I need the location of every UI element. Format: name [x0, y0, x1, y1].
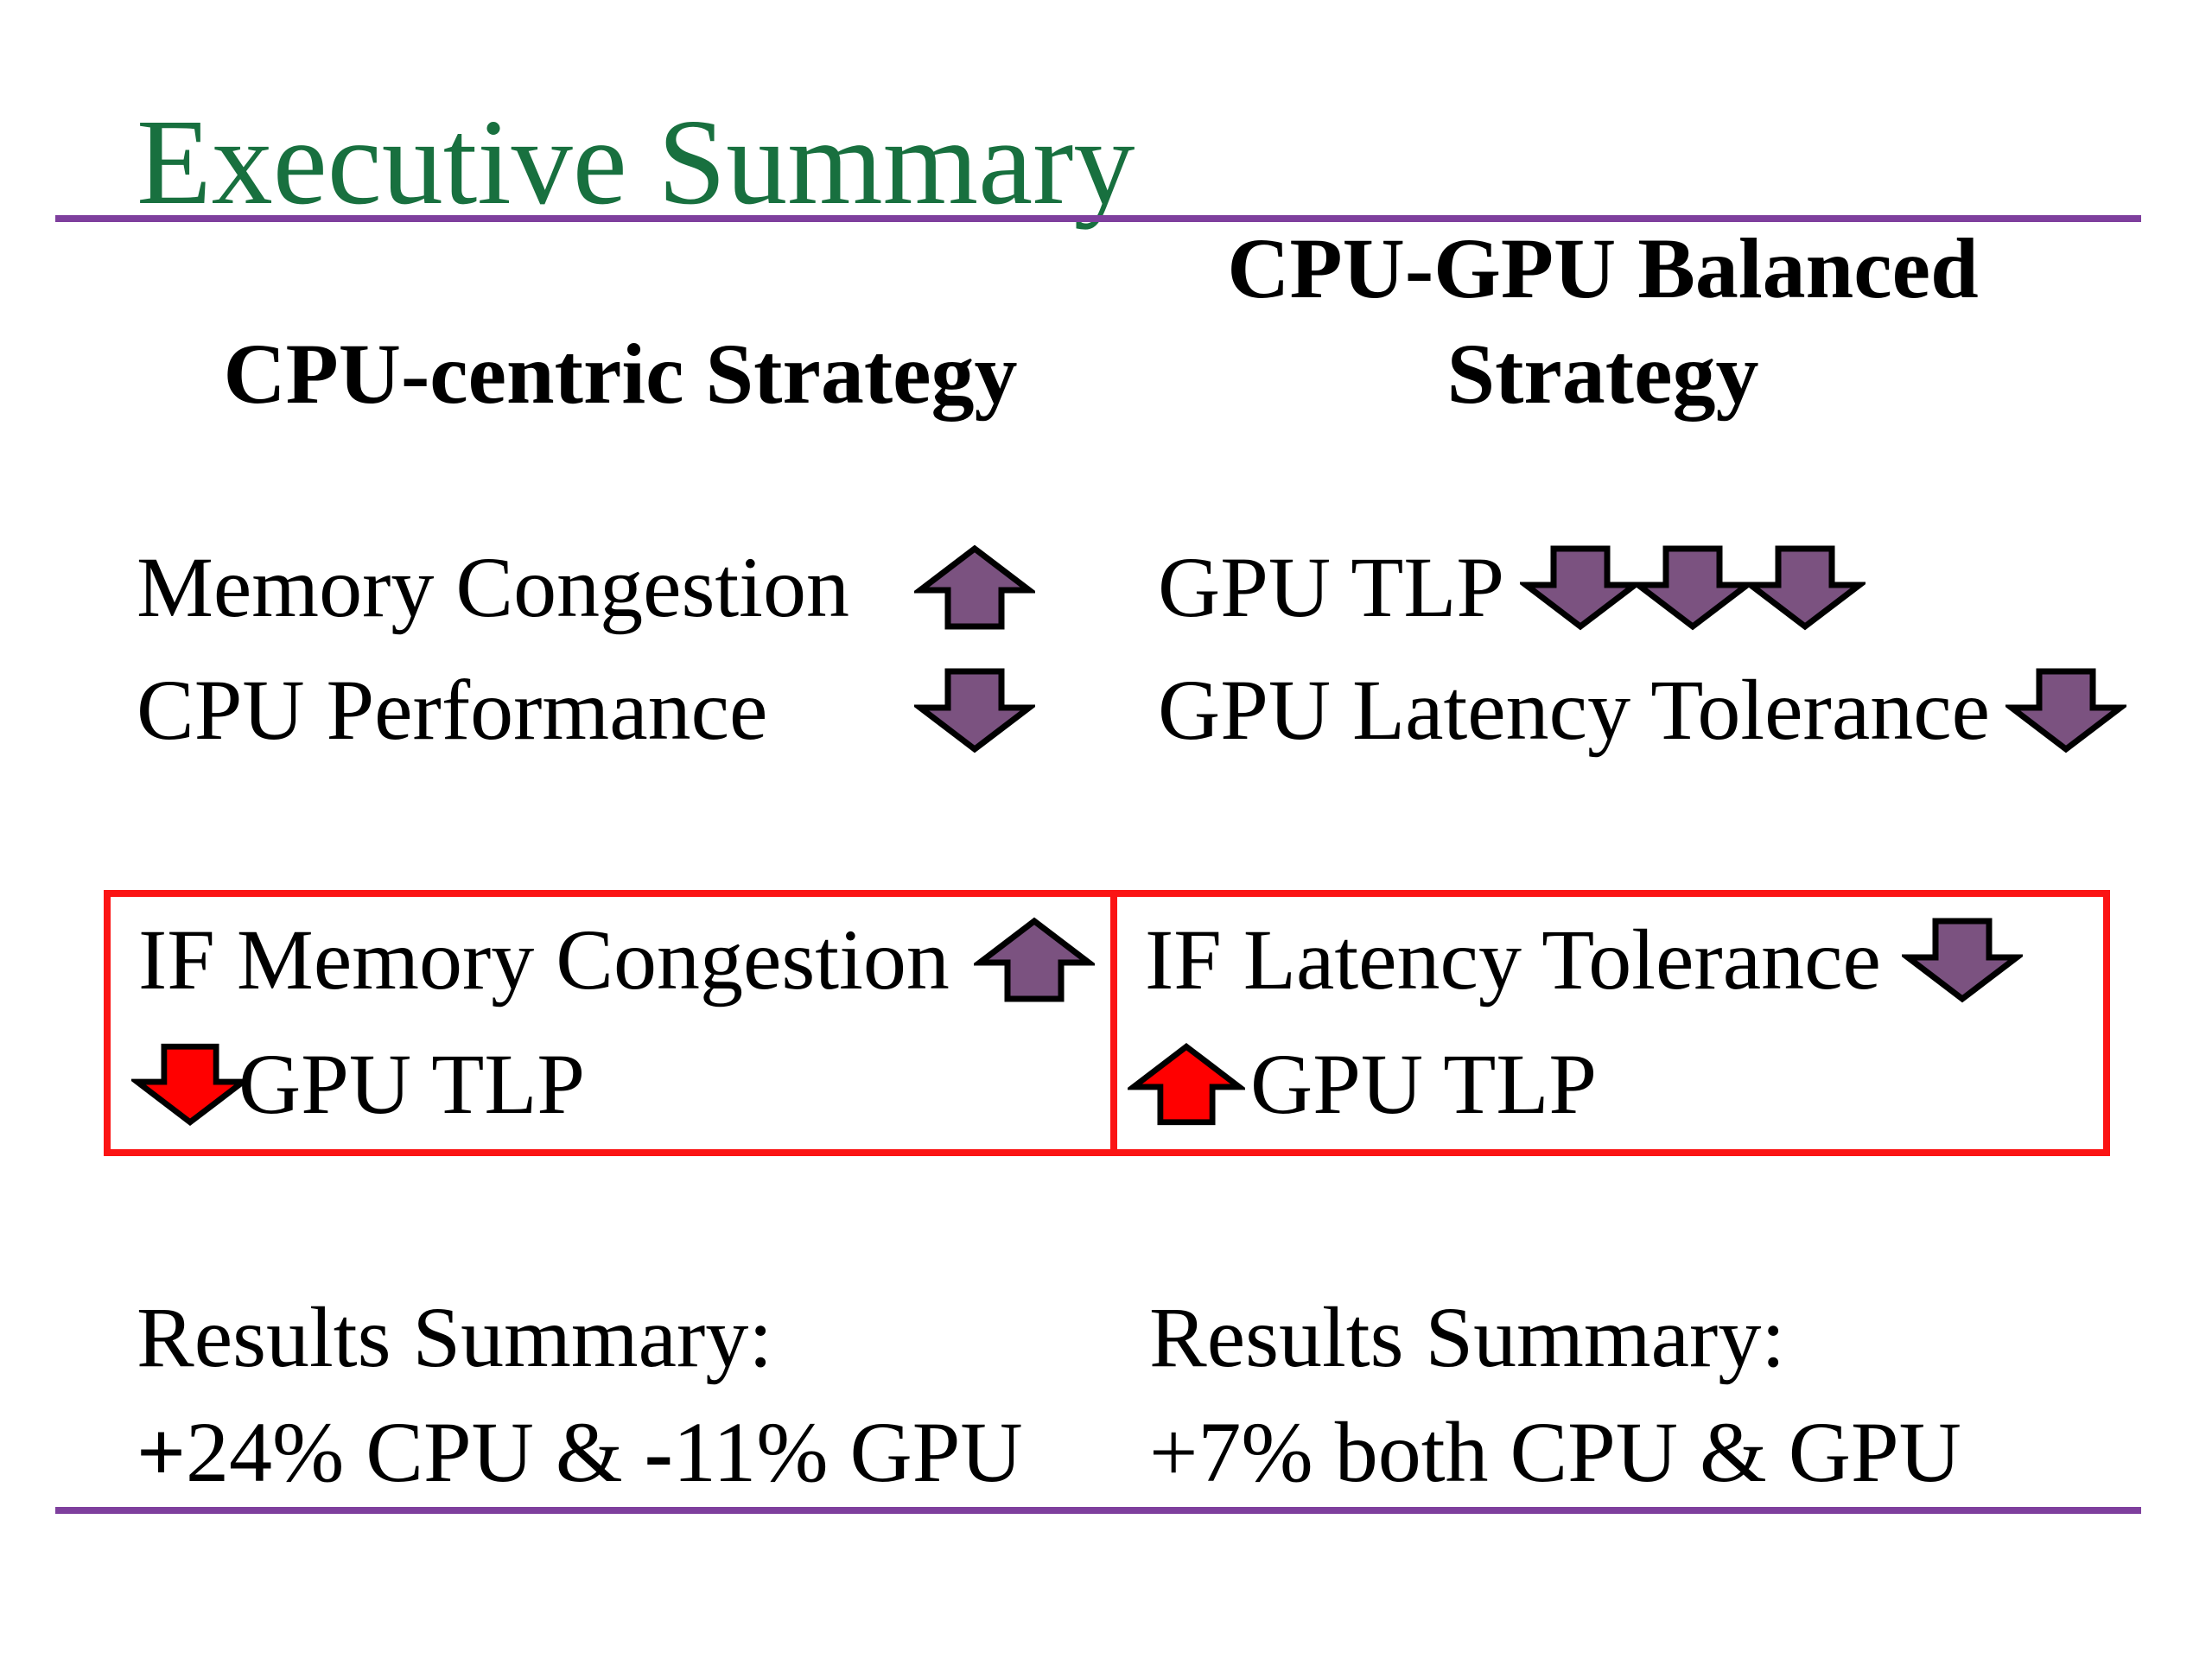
results-cpu-centric: Results Summary: +24% CPU & -11% GPU: [137, 1286, 1023, 1504]
if-consequence-text: GPU TLP: [238, 1036, 586, 1132]
condition-arrows: [973, 917, 1095, 1003]
if-condition-line: IF Latency Tolerance: [1138, 904, 2082, 1016]
row-label: CPU Performance: [137, 662, 768, 758]
down-arrow-icon: [1901, 918, 2023, 1003]
down-arrow-icon: [2005, 668, 2126, 753]
if-box-cpu-centric: IF Memory Congestion GPU TLP: [104, 890, 1117, 1156]
results-detail-text: 11% GPU: [672, 1404, 1023, 1500]
results-detail-text: 24% CPU &: [185, 1404, 645, 1500]
row-label: Memory Congestion: [137, 539, 849, 635]
row-label: GPU Latency Tolerance: [1158, 662, 1990, 758]
down-arrow-icon: [1632, 545, 1754, 631]
up-arrow-icon: [914, 544, 1035, 630]
if-consequence-text: GPU TLP: [1250, 1036, 1598, 1132]
plus-sign: +: [137, 1404, 186, 1500]
row-gpu-latency-tolerance: GPU Latency Tolerance: [1158, 658, 2126, 762]
results-detail: +24% CPU & -11% GPU: [137, 1401, 1023, 1504]
up-arrow-icon: [973, 917, 1095, 1002]
column-header-cpu-centric: CPU-centric Strategy: [223, 326, 1018, 422]
row-label: GPU TLP: [1158, 539, 1505, 635]
consequence-arrows: [131, 1036, 249, 1133]
down-arrow-icon: [914, 668, 1035, 753]
trend-arrows: [2005, 667, 2126, 753]
minus-sign: -: [644, 1404, 673, 1500]
if-consequence-line: GPU TLP: [131, 1028, 1090, 1141]
bottom-divider: [55, 1507, 2141, 1514]
results-cpu-gpu-balanced: Results Summary: +7% both CPU & GPU: [1149, 1286, 1961, 1504]
results-heading: Results Summary:: [137, 1289, 773, 1385]
row-memory-congestion: Memory Congestion: [137, 536, 1035, 639]
slide-title: Executive Summary: [137, 93, 1135, 230]
results-detail: +7% both CPU & GPU: [1149, 1404, 1961, 1500]
if-condition-text: IF Memory Congestion: [138, 912, 950, 1007]
if-box-cpu-gpu-balanced: IF Latency Tolerance GPU TLP: [1110, 890, 2110, 1156]
results-heading: Results Summary:: [1149, 1289, 1786, 1385]
down-arrow-icon: [1745, 545, 1866, 631]
down-arrow-icon: [1520, 545, 1642, 631]
if-condition-text: IF Latency Tolerance: [1145, 912, 1881, 1007]
trend-arrows: [914, 667, 1035, 753]
row-cpu-performance: CPU Performance: [137, 658, 1035, 762]
top-divider: [55, 215, 2141, 222]
condition-arrows: [1901, 917, 2023, 1003]
if-condition-line: IF Memory Congestion: [131, 904, 1095, 1016]
down-arrow-icon: [131, 1043, 249, 1126]
column-header-cpu-gpu-balanced: CPU-GPU Balanced Strategy: [1227, 220, 1979, 422]
up-arrow-icon: [1128, 1043, 1245, 1126]
row-gpu-tlp: GPU TLP: [1158, 536, 1866, 639]
trend-arrows: [1520, 544, 1866, 631]
consequence-arrows: [1128, 1036, 1245, 1133]
trend-arrows: [914, 544, 1035, 631]
if-consequence-line: GPU TLP: [1128, 1028, 2082, 1141]
